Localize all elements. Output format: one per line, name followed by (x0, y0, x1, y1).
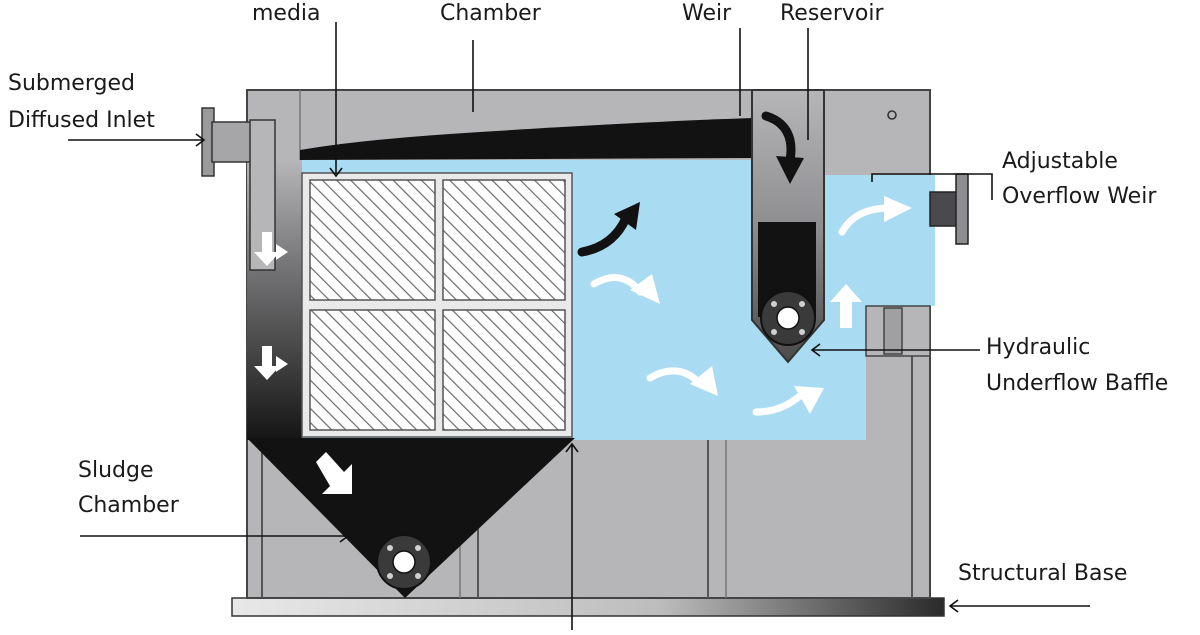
flow-arrows (254, 111, 912, 494)
diagonal-arrow-icon (316, 452, 352, 494)
vent-hole-icon (887, 110, 897, 120)
label-baffle-line1: Hydraulic (986, 335, 1090, 360)
label-sludge-line1: Sludge (78, 458, 154, 483)
label-inlet-line1: Submerged (8, 71, 135, 96)
down-arrow-icon (254, 346, 288, 380)
curved-white-arrow-icon (752, 386, 824, 416)
curved-white-arrow-icon (646, 366, 718, 396)
oil-reservoir (751, 89, 825, 364)
outlet-pipe (929, 173, 969, 245)
curved-white-arrow-icon (838, 196, 912, 236)
label-structural-base: Structural Base (958, 561, 1127, 586)
curved-black-arrow-icon (761, 111, 804, 184)
label-inlet-line2: Diffused Inlet (8, 108, 155, 133)
label-reservoir: Reservoir (780, 1, 884, 26)
up-arrow-icon (830, 284, 862, 328)
reservoir-drain-valve-icon (760, 290, 816, 346)
diagram-labels: media Chamber Weir Reservoir Submerged D… (8, 1, 1168, 586)
structural-base (231, 597, 945, 617)
leader-lines (68, 22, 1090, 630)
underflow-baffle (865, 305, 931, 357)
label-chamber: Chamber (440, 1, 542, 26)
label-media: media (252, 1, 321, 26)
sludge-drain-valve-icon (376, 534, 432, 590)
label-overflow-line1: Adjustable (1002, 149, 1118, 174)
label-weir: Weir (682, 1, 732, 26)
curved-black-arrow-icon (577, 202, 640, 257)
oil-layer (300, 118, 756, 160)
label-overflow-line2: Overflow Weir (1002, 184, 1157, 209)
curved-white-arrow-icon (590, 274, 660, 304)
coalescing-media (301, 172, 573, 438)
down-arrow-icon (254, 232, 288, 266)
label-baffle-line2: Underflow Baffle (986, 371, 1168, 396)
label-sludge-line2: Chamber (78, 493, 180, 518)
